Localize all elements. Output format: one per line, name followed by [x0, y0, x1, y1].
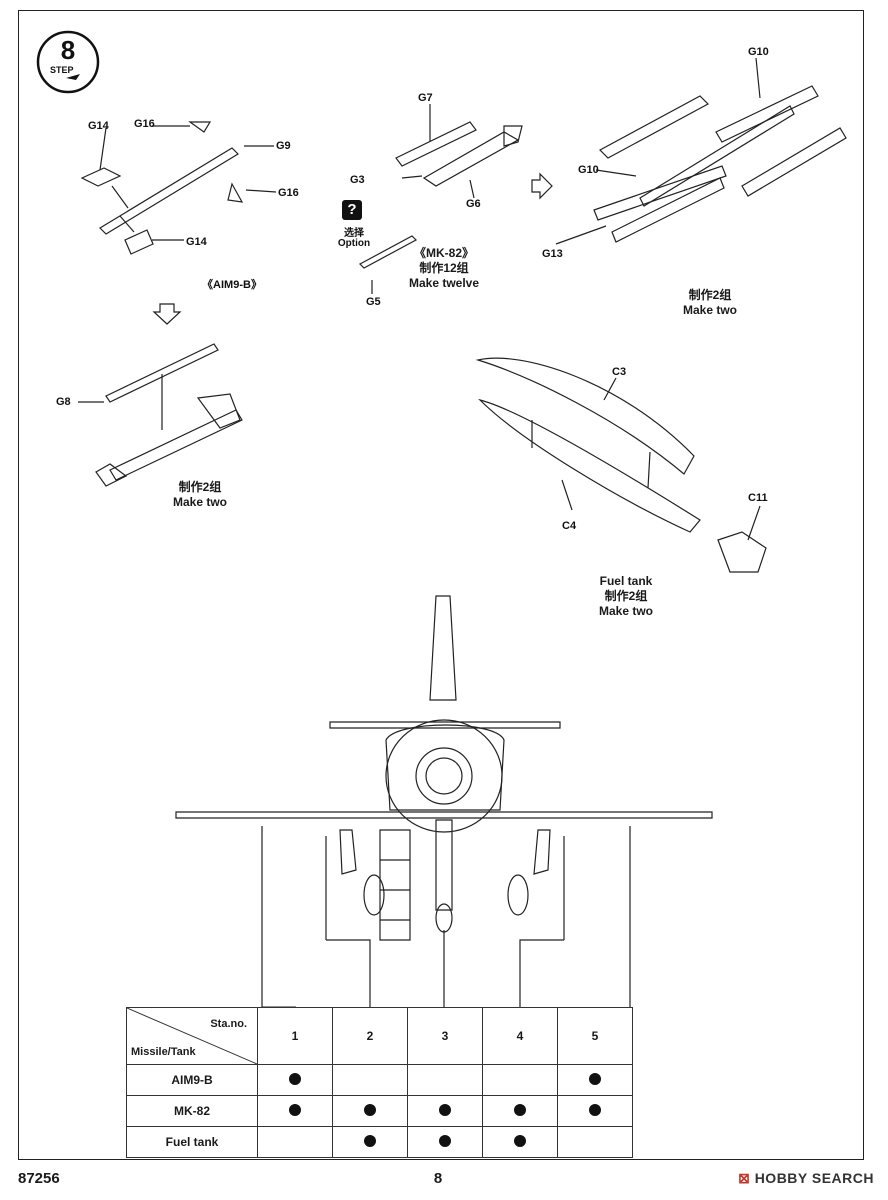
mk82-qty-en: Make twelve: [408, 276, 480, 290]
rack-qty-en: Make two: [682, 303, 738, 317]
part-label-g10-left: G10: [578, 164, 599, 176]
step-circle-icon: [36, 30, 100, 94]
brand-text: HOBBY SEARCH: [754, 1170, 874, 1186]
aim9-title: 《AIM9-B》: [202, 279, 262, 291]
loading-dot-icon: [439, 1134, 451, 1147]
station-loading-table: Sta.no. Missile/Tank 1 2 3 4 5 AIM9-B MK…: [126, 1007, 633, 1158]
option-question-icon: ?: [342, 200, 362, 220]
table-row: MK-82: [126, 1095, 633, 1127]
part-label-g8: G8: [56, 396, 71, 408]
part-label-c3: C3: [612, 366, 627, 378]
row-label: AIM9-B: [126, 1064, 258, 1096]
brand-logo-icon: ⊠: [738, 1170, 751, 1186]
table-cell: [482, 1126, 558, 1158]
station-header: 5: [557, 1007, 633, 1065]
part-label-g5: G5: [366, 296, 381, 308]
table-cell: [557, 1126, 633, 1158]
table-cell: [332, 1095, 408, 1127]
station-header: 4: [482, 1007, 558, 1065]
rack-qty-cn: 制作2组: [688, 288, 732, 302]
part-label-g6: G6: [466, 198, 481, 210]
table-cell: [557, 1095, 633, 1127]
station-header: 3: [407, 1007, 483, 1065]
missile-qty-cn: 制作2组: [178, 480, 222, 494]
loading-dot-icon: [514, 1103, 526, 1116]
table-cell: [482, 1095, 558, 1127]
part-label-g14-top: G14: [88, 120, 109, 132]
kit-code: 87256: [18, 1170, 60, 1187]
table-row: Fuel tank: [126, 1126, 633, 1158]
part-label-g3: G3: [350, 174, 365, 186]
station-header: 2: [332, 1007, 408, 1065]
table-cell: [257, 1064, 333, 1096]
station-header: 1: [257, 1007, 333, 1065]
loading-dot-icon: [364, 1134, 376, 1147]
option-label-en: Option: [337, 238, 371, 249]
fuel-tank-name: Fuel tank: [599, 574, 653, 588]
mk82-caption: 《MK-82》 制作12组 Make twelve: [409, 246, 479, 291]
corner-station-label: Sta.no.: [210, 1018, 247, 1030]
mk82-title: 《MK-82》: [413, 246, 475, 260]
mk82-qty-cn: 制作12组: [419, 261, 469, 275]
part-label-c4: C4: [562, 520, 577, 532]
loading-dot-icon: [589, 1103, 601, 1116]
table-cell: [332, 1064, 408, 1096]
corner-diagonal: [127, 1008, 257, 1064]
part-label-c11: C11: [748, 492, 768, 504]
loading-dot-icon: [364, 1103, 376, 1116]
instruction-sheet: [18, 10, 864, 1160]
missile-qty-en: Make two: [172, 495, 228, 509]
loading-dot-icon: [514, 1134, 526, 1147]
table-cell: [557, 1064, 633, 1096]
table-cell: [482, 1064, 558, 1096]
missile-caption: 制作2组 Make two: [173, 480, 227, 510]
page-number: 8: [433, 1170, 443, 1187]
corner-type-label: Missile/Tank: [131, 1046, 196, 1058]
part-label-g9: G9: [276, 140, 291, 152]
part-label-g10-top: G10: [748, 46, 769, 58]
row-label: MK-82: [126, 1095, 258, 1127]
table-cell: [407, 1126, 483, 1158]
watermark-brand: ⊠ HOBBY SEARCH: [738, 1170, 874, 1187]
part-label-g16-bottom: G16: [278, 187, 299, 199]
row-label: Fuel tank: [126, 1126, 258, 1158]
loading-dot-icon: [289, 1103, 301, 1116]
table-cell: [257, 1095, 333, 1127]
table-cell: [407, 1095, 483, 1127]
loading-dot-icon: [289, 1072, 301, 1085]
table-corner-cell: Sta.no. Missile/Tank: [126, 1007, 258, 1065]
loading-dot-icon: [439, 1103, 451, 1116]
part-label-g16-top: G16: [134, 118, 155, 130]
table-header-row: Sta.no. Missile/Tank 1 2 3 4 5: [126, 1007, 633, 1065]
loading-dot-icon: [589, 1072, 601, 1085]
table-cell: [257, 1126, 333, 1158]
step-word: STEP: [50, 65, 74, 75]
fuel-tank-qty-en: Make two: [598, 604, 654, 618]
table-cell: [332, 1126, 408, 1158]
step-badge: 8 STEP: [36, 30, 100, 94]
option-label-cn: 选择: [344, 228, 364, 239]
table-row: AIM9-B: [126, 1064, 633, 1096]
fuel-tank-caption: Fuel tank 制作2组 Make two: [599, 574, 653, 619]
fuel-tank-qty-cn: 制作2组: [604, 589, 648, 603]
part-label-g13: G13: [542, 248, 563, 260]
table-cell: [407, 1064, 483, 1096]
part-label-g14-bottom: G14: [186, 236, 207, 248]
step-number: 8: [60, 35, 76, 65]
part-label-g7: G7: [418, 92, 433, 104]
rack-caption: 制作2组 Make two: [683, 288, 737, 318]
